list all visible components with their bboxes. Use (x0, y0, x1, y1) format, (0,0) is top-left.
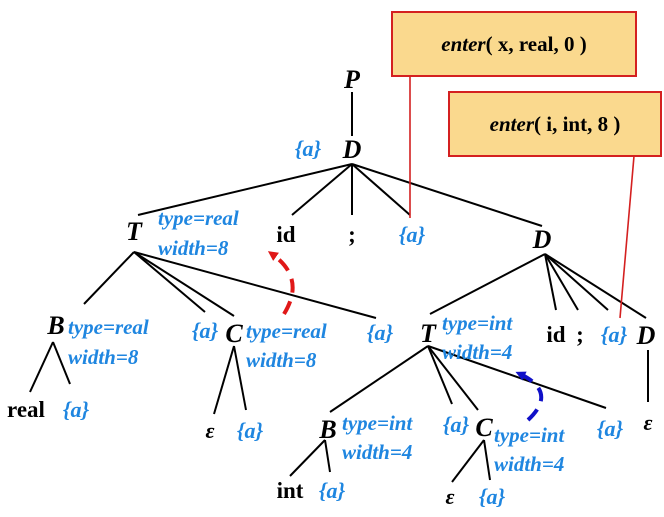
action-a: {a} (237, 418, 264, 443)
edge-t2-c2 (427, 345, 479, 411)
callout-enter-i: enter( i, int, 8 ) (448, 91, 662, 157)
edge-d1-d2 (351, 163, 543, 227)
callout-box (391, 11, 637, 77)
edge-t1-b1 (83, 251, 135, 305)
edge-t1-a (133, 251, 206, 313)
callout-box (448, 91, 662, 157)
edge-c1-eps (213, 345, 235, 415)
node-P: P (343, 65, 361, 94)
node-T: T (126, 217, 143, 246)
edge-d1-t1 (137, 163, 353, 216)
node-epsilon: ε (643, 410, 652, 435)
action-a: {a} (63, 397, 90, 422)
attr-width: width=4 (342, 440, 412, 464)
callout-enter-x: enter( x, real, 0 ) (391, 11, 637, 77)
action-a: {a} (319, 478, 346, 503)
inherit-arrow-int (515, 371, 544, 422)
edge-d2-id2 (544, 253, 557, 311)
action-a: {a} (479, 484, 506, 509)
edge-b1-real (29, 341, 54, 393)
edge-b2-int (289, 439, 326, 477)
attr-width: width=8 (68, 345, 139, 369)
node-B: B (46, 311, 64, 340)
node-real: real (7, 397, 45, 422)
edge-c1-a (233, 345, 247, 411)
edge-d2-a (544, 253, 609, 311)
node-C: C (475, 413, 493, 442)
node-epsilon: ε (445, 484, 454, 509)
action-a: {a} (399, 222, 426, 247)
attr-type: type=real (246, 319, 327, 343)
node-semicolon: ; (348, 222, 356, 247)
inherit-arrow-real (267, 251, 295, 316)
edge-c2-a (483, 439, 491, 481)
attr-width: width=8 (158, 236, 229, 260)
edge-b1-a (52, 341, 71, 385)
node-semicolon: ; (576, 322, 584, 347)
action-a: {a} (367, 320, 394, 345)
edge-d2-d3 (544, 253, 647, 319)
node-D: D (342, 135, 362, 164)
attr-type: type=real (68, 315, 149, 339)
node-B: B (318, 415, 336, 444)
node-id: id (546, 322, 565, 347)
callout-leader-line (619, 155, 635, 319)
edge-d2-semi2 (544, 253, 579, 311)
action-a: {a} (295, 136, 322, 161)
action-a: {a} (597, 416, 624, 441)
edge-d1-id1 (291, 163, 353, 216)
attr-type: type=int (494, 423, 565, 447)
action-a: {a} (192, 318, 219, 343)
edge-d1-a (351, 163, 411, 216)
edge-b2-a (324, 439, 331, 473)
node-D: D (532, 225, 552, 254)
node-T: T (420, 319, 437, 348)
edge-t2-a (427, 345, 453, 405)
attr-type: type=int (442, 311, 513, 335)
attr-width: width=4 (442, 340, 512, 364)
edge-t1-c1 (133, 251, 235, 317)
node-epsilon: ε (205, 418, 214, 443)
node-C: C (225, 319, 243, 348)
node-int: int (277, 478, 304, 503)
attr-width: width=4 (494, 452, 564, 476)
edge-t1-a2 (133, 251, 377, 319)
attr-type: type=real (158, 206, 239, 230)
action-a: {a} (443, 412, 470, 437)
callout-label: enter( i, int, 8 ) (490, 112, 621, 136)
callout-label: enter( x, real, 0 ) (441, 32, 586, 56)
node-id: id (276, 222, 295, 247)
edge-d2-t2 (429, 253, 546, 315)
edge-t2-b2 (329, 345, 429, 413)
action-a: {a} (601, 322, 628, 347)
node-D: D (636, 321, 656, 350)
edge-c2-eps (451, 439, 485, 483)
attr-width: width=8 (246, 348, 317, 372)
tree-edges (29, 92, 649, 483)
attr-type: type=int (342, 411, 413, 435)
